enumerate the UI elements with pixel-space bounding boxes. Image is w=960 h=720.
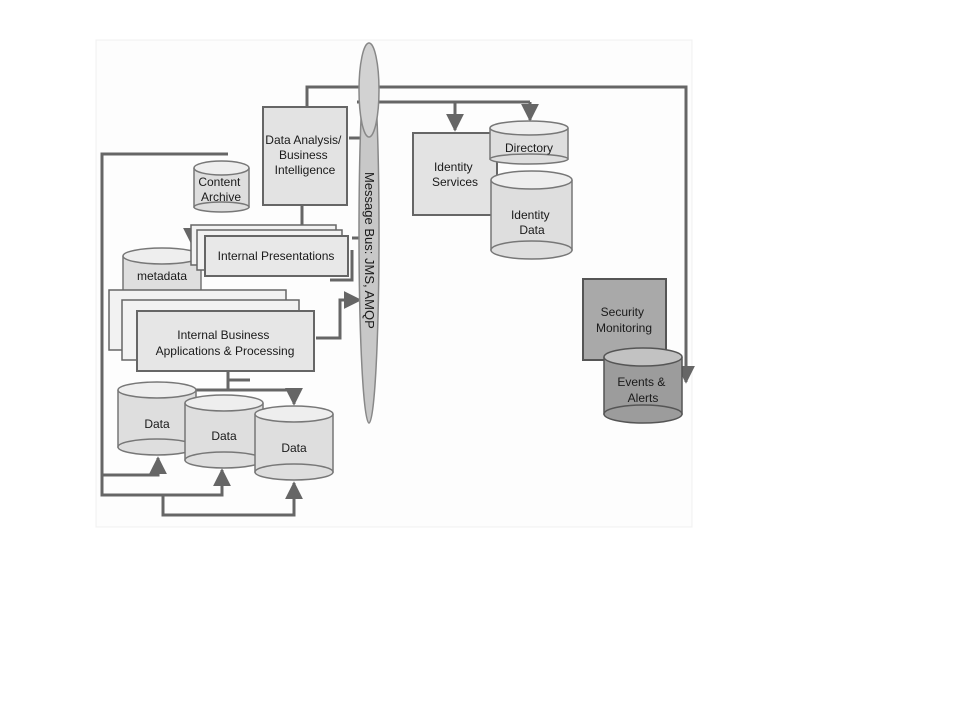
identity-services-label: Identity Services [432,160,478,189]
internal-presentations-label: Internal Presentations [218,249,335,263]
connector-left-outer [100,152,231,497]
data-analysis-box: Data Analysis/ Business Intelligence [262,106,348,206]
data-1-label: Data [144,417,170,431]
connector-bottom-loop [161,481,303,517]
data-cylinder-1: Data [117,381,197,456]
data-2-label: Data [211,429,237,443]
internal-business-stack: Internal Business Applications & Process… [108,289,315,372]
metadata-label: metadata [137,269,187,283]
internal-business-label: Internal Business Applications & Process… [156,328,295,358]
events-alerts-cylinder: Events & Alerts [603,347,683,424]
internal-presentations-stack: Internal Presentations [190,224,349,277]
content-archive-label: Content Archive [198,175,243,204]
data-3-label: Data [281,441,307,455]
metadata-cylinder: metadata [122,247,202,297]
directory-cylinder: Directory [489,120,569,165]
content-archive-cylinder: Content Archive [193,160,250,213]
connector-left-inner [102,456,167,477]
data-cylinder-2: Data [184,394,264,469]
security-monitoring-box: Security Monitoring [582,278,667,361]
identity-data-label: Identity Data [511,208,553,237]
connector-business-to-bus [316,291,362,340]
message-bus-label: Message Bus: JMS, AMQP [362,172,377,329]
data-cylinder-3: Data [254,405,334,481]
events-alerts-label: Events & Alerts [617,375,668,405]
connector-presentations-right [330,250,354,282]
message-bus: Message Bus: JMS, AMQP [358,42,380,424]
identity-data-cylinder: Identity Data [490,170,573,260]
directory-label: Directory [505,141,553,155]
security-monitoring-label: Security Monitoring [596,305,652,335]
identity-services-box: Identity Services [412,132,498,216]
data-analysis-label: Data Analysis/ Business Intelligence [265,133,344,177]
